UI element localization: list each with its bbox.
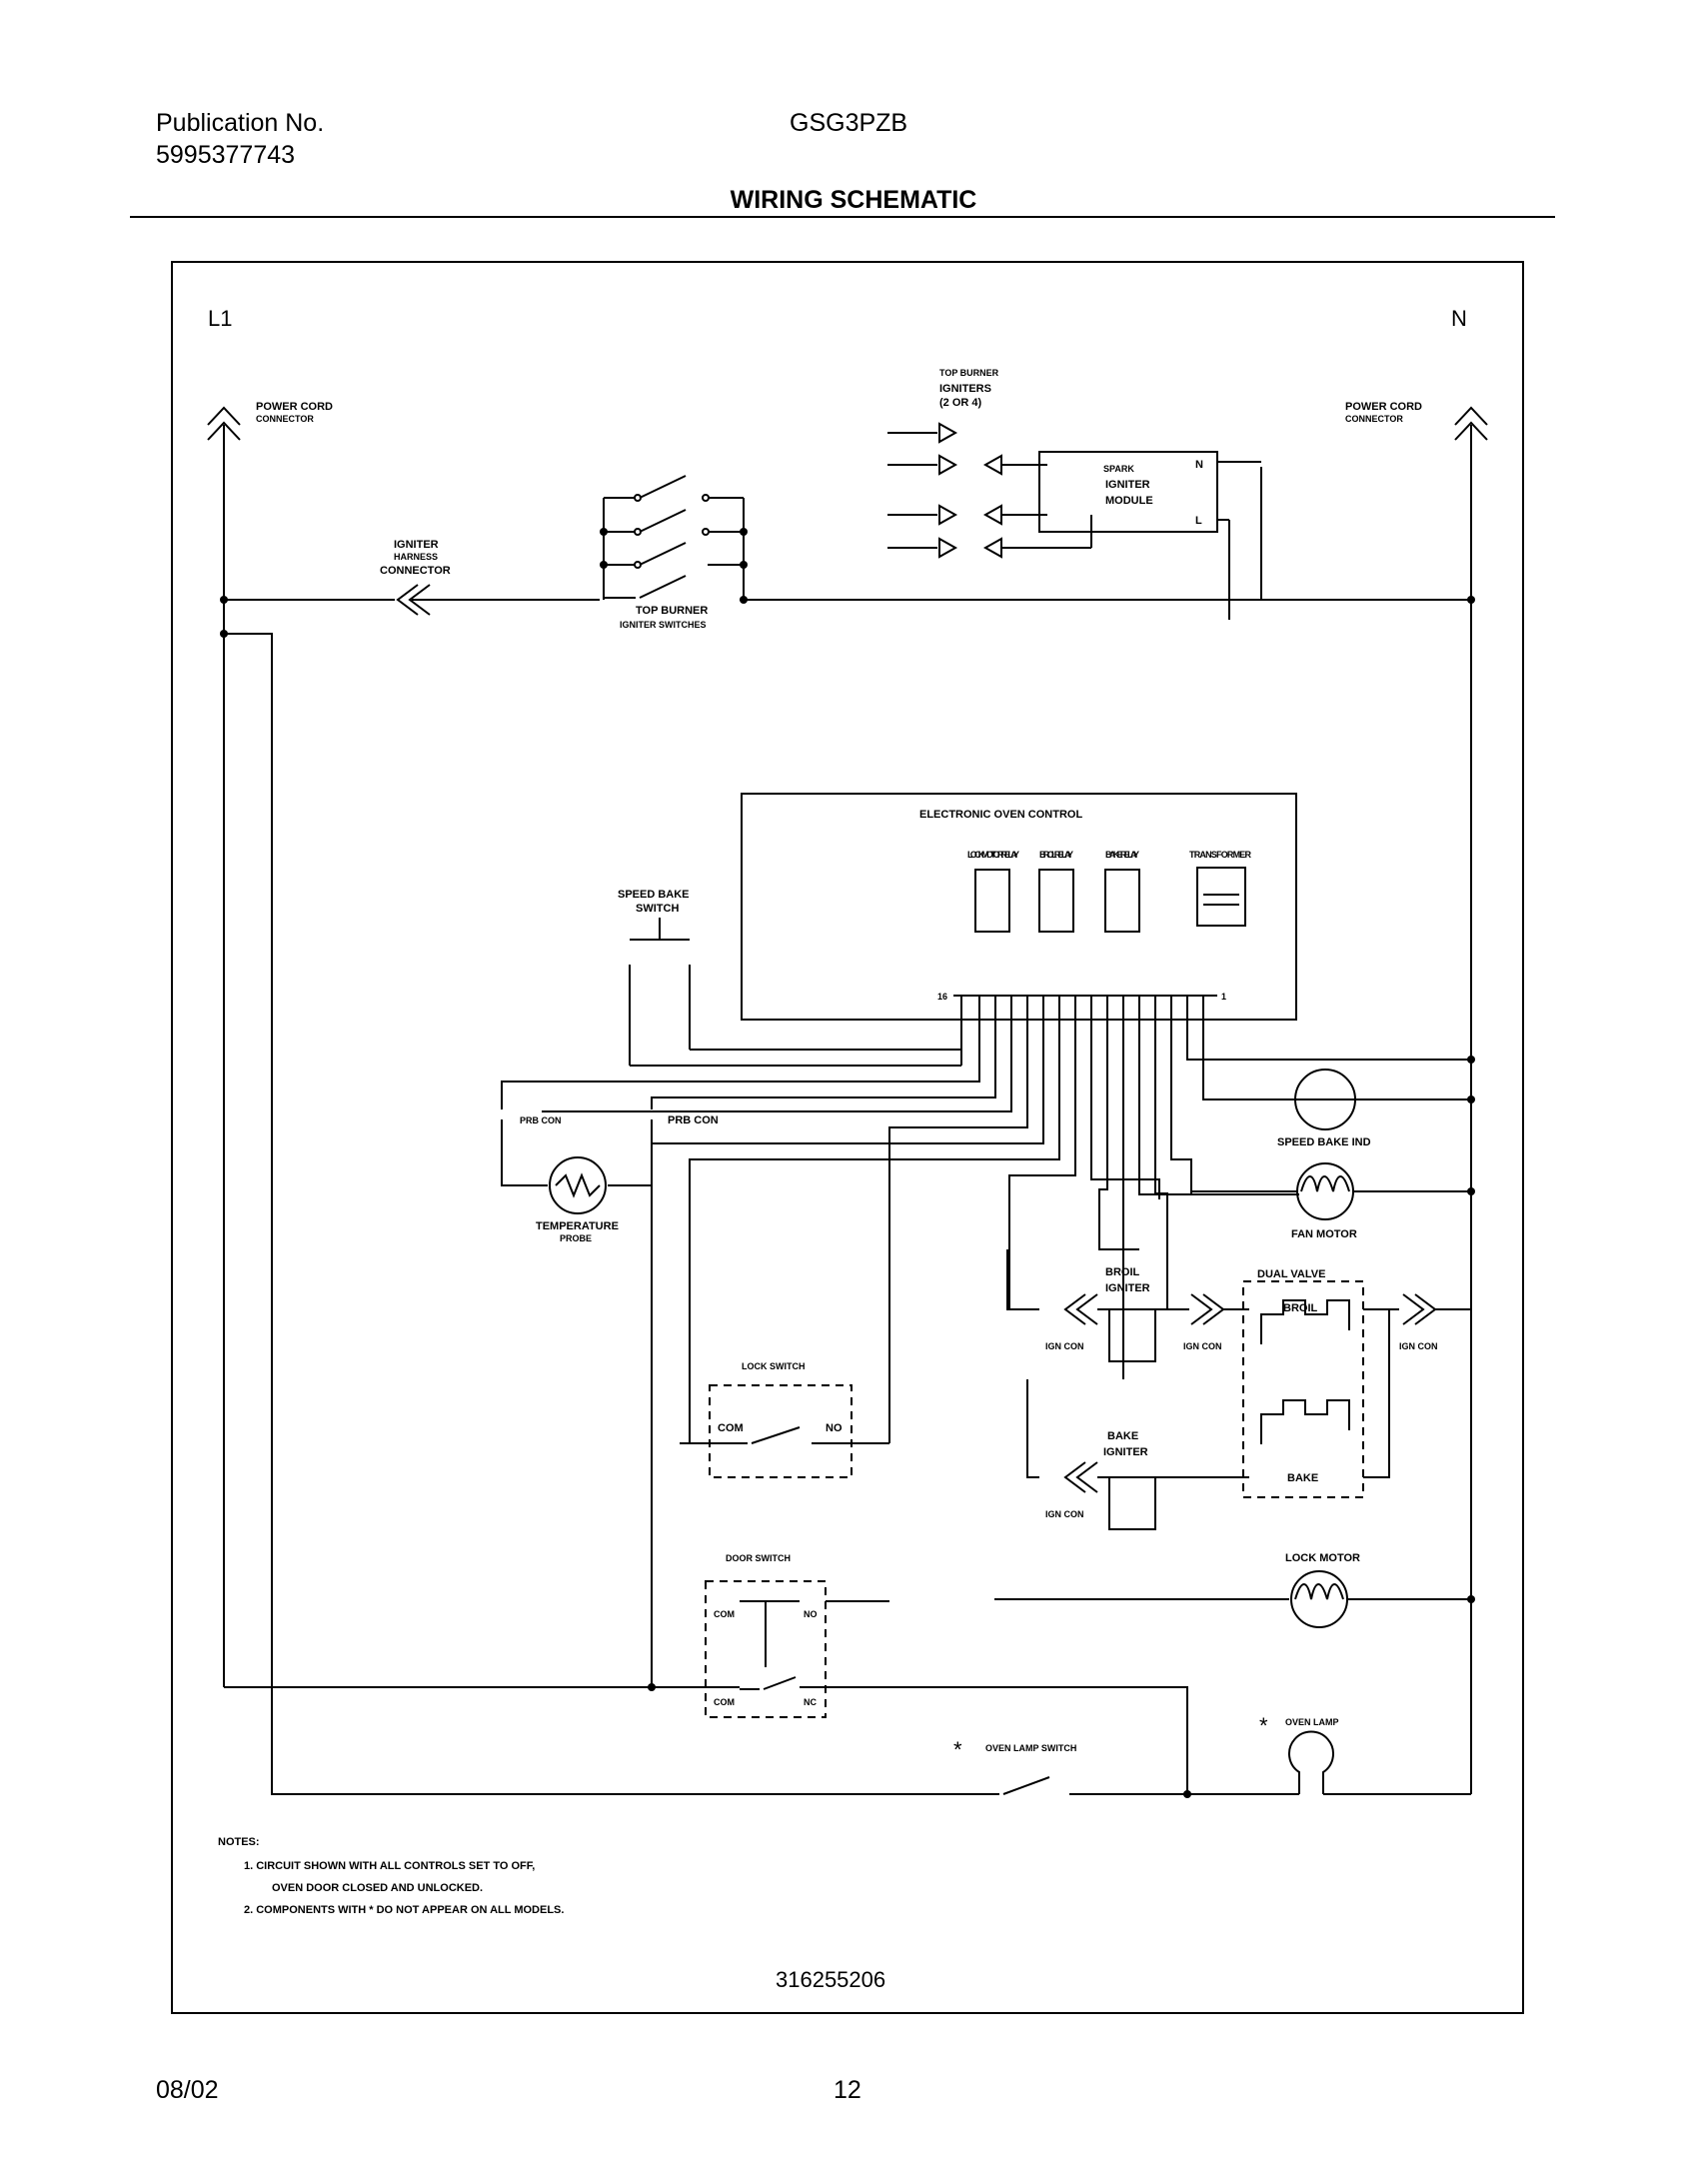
top-burner-igniters-count: (2 OR 4)	[939, 397, 982, 409]
top-burner-switches-label: TOP BURNER	[636, 605, 708, 617]
spark-module-sub: IGNITER	[1105, 479, 1150, 491]
ign-con-icon	[1063, 1293, 1086, 1325]
oven-lamp-asterisk: *	[1259, 1713, 1268, 1738]
dual-valve	[1242, 1280, 1364, 1498]
lock-switch-label: LOCK SWITCH	[742, 1361, 806, 1371]
door-switch	[705, 1580, 827, 1718]
ign-con-label-3: IGN CON	[1399, 1341, 1438, 1351]
broil-relay	[1038, 869, 1074, 933]
broil-igniter-sub: IGNITER	[1105, 1282, 1150, 1294]
temperature-probe-icon	[549, 1156, 607, 1214]
lock-motor-relay-label: LOCK MOTOR RELAY	[967, 850, 1019, 860]
notes-title: NOTES:	[218, 1836, 260, 1848]
lock-motor-relay	[974, 869, 1010, 933]
speed-bake-switch-sub: SWITCH	[636, 903, 679, 915]
lock-motor-label: LOCK MOTOR	[1285, 1552, 1360, 1564]
module-l-terminal: L	[1195, 515, 1202, 527]
footer-date: 08/02	[156, 2076, 219, 2104]
valve-broil-label: BROIL	[1283, 1302, 1318, 1314]
bake-relay-label: BAKE RELAY	[1105, 850, 1139, 860]
note-1b: OVEN DOOR CLOSED AND UNLOCKED.	[272, 1882, 483, 1894]
spark-module-sub2: MODULE	[1105, 495, 1153, 507]
publication-number: 5995377743	[156, 141, 296, 169]
ign-con-label-1: IGN CON	[1045, 1341, 1084, 1351]
oven-lamp-switch-label: OVEN LAMP SWITCH	[985, 1743, 1076, 1753]
power-cord-right-sub: CONNECTOR	[1345, 414, 1403, 424]
prb-con-right: PRB CON	[668, 1114, 719, 1126]
igniter-harness-connector-icon	[396, 584, 419, 616]
pin-16-label: 16	[937, 992, 947, 1002]
broil-igniter-label: BROIL	[1105, 1266, 1140, 1278]
power-cord-left-sub: CONNECTOR	[256, 414, 314, 424]
lock-switch	[709, 1384, 853, 1478]
transformer	[1196, 867, 1246, 927]
lock-no-label: NO	[826, 1422, 843, 1434]
power-cord-left-label: POWER CORD	[256, 401, 333, 413]
ign-con-label-4: IGN CON	[1045, 1509, 1084, 1519]
publication-label: Publication No.	[156, 109, 325, 137]
oven-lamp-switch-asterisk: *	[953, 1737, 962, 1762]
fan-motor-label: FAN MOTOR	[1291, 1228, 1357, 1240]
valve-bake-label: BAKE	[1287, 1472, 1318, 1484]
temperature-probe-sub: PROBE	[560, 1233, 592, 1243]
temperature-probe-label: TEMPERATURE	[536, 1220, 619, 1232]
ign-con-label-2: IGN CON	[1183, 1341, 1222, 1351]
note-2: 2. COMPONENTS WITH * DO NOT APPEAR ON AL…	[244, 1904, 564, 1916]
bake-igniter-sub: IGNITER	[1103, 1446, 1148, 1458]
broil-relay-label: BROIL RELAY	[1039, 850, 1073, 860]
model-number: GSG3PZB	[790, 109, 908, 137]
header-rule	[130, 216, 1555, 218]
door-nc-label: NC	[804, 1697, 817, 1707]
prb-con-left: PRB CON	[520, 1115, 562, 1125]
n-connector-icon	[1454, 406, 1488, 426]
speed-bake-ind-label: SPEED BAKE IND	[1277, 1136, 1371, 1148]
electronic-oven-control	[741, 793, 1297, 1021]
l1-label: L1	[208, 306, 232, 331]
speed-bake-switch-label: SPEED BAKE	[618, 889, 690, 901]
bake-igniter-icon	[1108, 1476, 1156, 1530]
pin-1-label: 1	[1221, 992, 1226, 1002]
transformer-label: TRANSFORMER	[1189, 850, 1252, 860]
lock-com-label: COM	[718, 1422, 744, 1434]
igniter-harness-sub2: CONNECTOR	[380, 565, 451, 577]
oven-lamp-icon	[1288, 1730, 1334, 1794]
l1-connector-icon	[207, 406, 241, 426]
broil-igniter-icon	[1108, 1308, 1156, 1362]
door-no-label: NO	[804, 1609, 818, 1619]
oven-lamp-label: OVEN LAMP	[1285, 1717, 1339, 1727]
n-label: N	[1451, 306, 1467, 331]
note-1a: 1. CIRCUIT SHOWN WITH ALL CONTROLS SET T…	[244, 1860, 535, 1872]
dual-valve-label: DUAL VALVE	[1257, 1268, 1325, 1280]
door-switch-label: DOOR SWITCH	[726, 1553, 791, 1563]
door-com-label-2: COM	[714, 1697, 735, 1707]
door-com-label: COM	[714, 1609, 735, 1619]
module-n-terminal: N	[1195, 459, 1203, 471]
page-title: WIRING SCHEMATIC	[730, 186, 977, 214]
fan-motor-icon	[1296, 1162, 1354, 1220]
igniter-harness-label: IGNITER	[394, 539, 439, 551]
diagram-frame	[171, 261, 1524, 2014]
igniter-electrodes	[887, 422, 1092, 559]
footer-page-number: 12	[834, 2076, 861, 2104]
igniter-harness-sub: HARNESS	[394, 552, 438, 562]
power-cord-right-label: POWER CORD	[1345, 401, 1422, 413]
eoc-title: ELECTRONIC OVEN CONTROL	[919, 809, 1082, 821]
spark-igniter-module	[1038, 451, 1218, 533]
top-burner-switches-sub: IGNITER SWITCHES	[620, 620, 707, 630]
bake-igniter-label: BAKE	[1107, 1430, 1138, 1442]
top-burner-igniters-label: TOP BURNER	[939, 368, 999, 378]
spark-module-label: SPARK	[1103, 464, 1134, 474]
lock-motor-icon	[1290, 1570, 1348, 1628]
bake-relay	[1104, 869, 1140, 933]
drawing-number: 316255206	[776, 1967, 885, 1992]
top-burner-igniters-sub: IGNITERS	[939, 383, 991, 395]
